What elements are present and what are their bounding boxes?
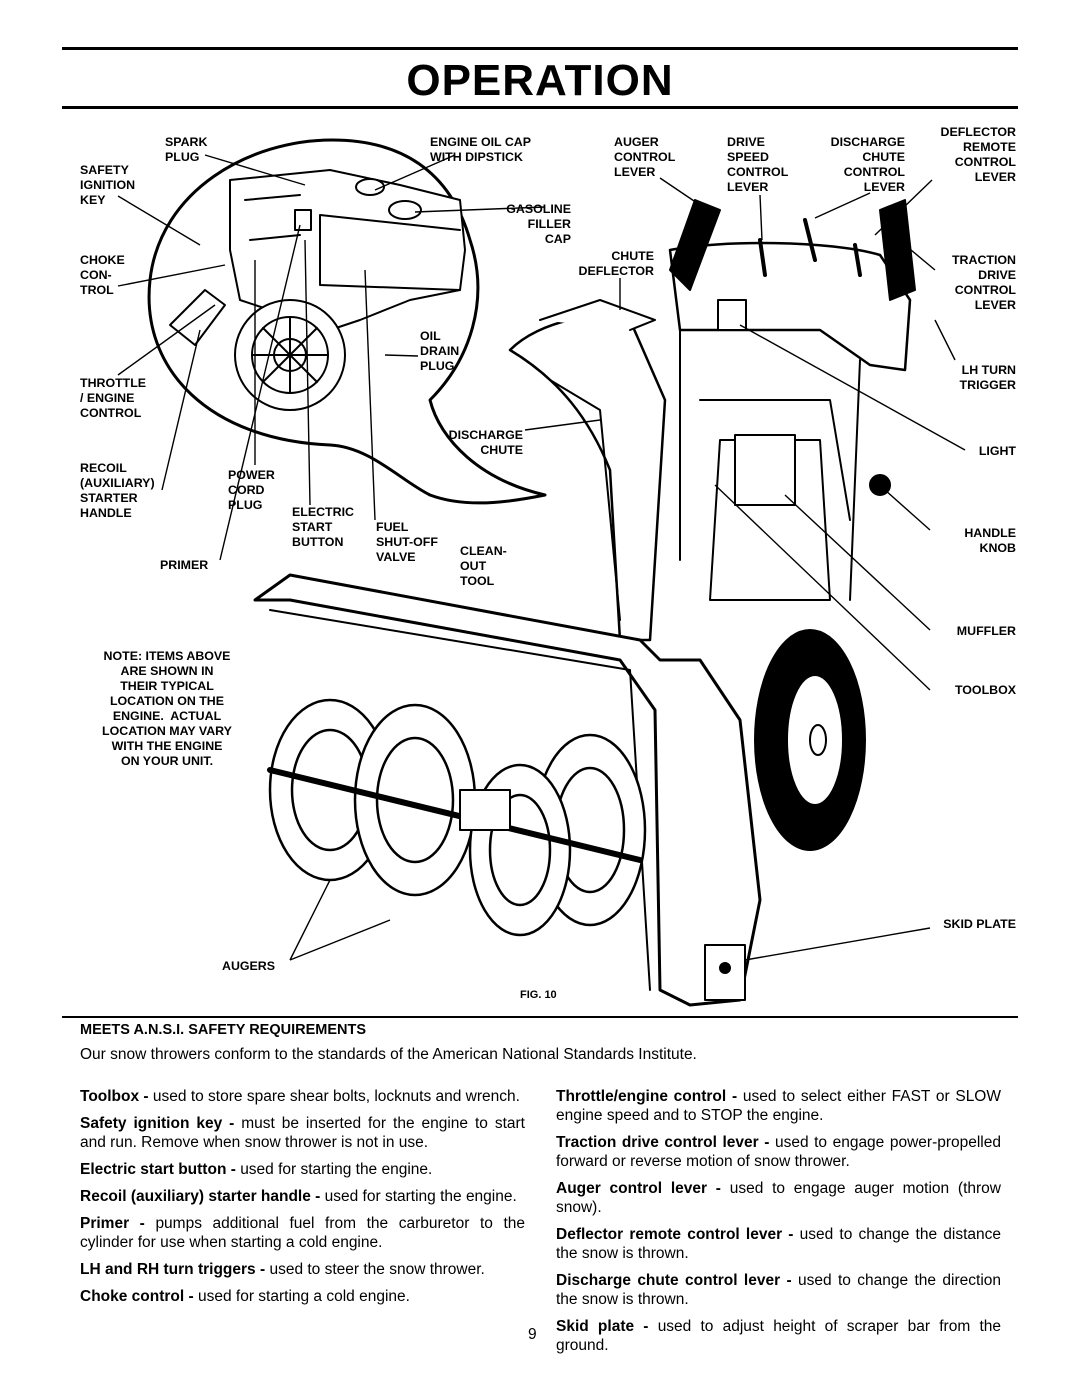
item-term: Safety ignition key - bbox=[80, 1115, 242, 1132]
label-engine-oil-cap: ENGINE OIL CAP WITH DIPSTICK bbox=[430, 135, 531, 164]
item-term: Primer - bbox=[80, 1215, 156, 1232]
section-rule bbox=[62, 1016, 1018, 1018]
label-throttle-engine-control: THROTTLE / ENGINE CONTROL bbox=[80, 376, 147, 420]
label-cleanout-tool: CLEAN- OUT TOOL bbox=[460, 544, 507, 588]
item-skid-plate: Skid plate - used to adjust height of sc… bbox=[556, 1317, 1001, 1355]
item-term: Traction drive control lever - bbox=[556, 1134, 775, 1151]
item-term: Choke control - bbox=[80, 1288, 198, 1305]
installation-note: NOTE: ITEMS ABOVE ARE SHOWN IN THEIR TYP… bbox=[102, 649, 232, 768]
item-traction-drive-lever: Traction drive control lever - used to e… bbox=[556, 1133, 1001, 1171]
label-augers: AUGERS bbox=[222, 959, 276, 973]
label-primer: PRIMER bbox=[160, 558, 209, 572]
item-term: Recoil (auxiliary) starter handle - bbox=[80, 1188, 325, 1205]
item-desc: must be inserted for the engine to start… bbox=[80, 1115, 525, 1151]
label-oil-drain-plug: OIL DRAIN PLUG bbox=[420, 329, 460, 373]
item-term: Auger control lever - bbox=[556, 1180, 730, 1197]
left-column: Toolbox - used to store spare shear bolt… bbox=[80, 1087, 525, 1314]
section-intro: Our snow throwers conform to the standar… bbox=[80, 1046, 697, 1063]
item-desc: used to engage power-propelled forward o… bbox=[556, 1134, 1001, 1170]
item-choke-control: Choke control - used for starting a cold… bbox=[80, 1287, 525, 1306]
page-title: OPERATION bbox=[406, 56, 674, 105]
snow-thrower-illustration bbox=[117, 138, 966, 1007]
label-chute-deflector: CHUTE DEFLECTOR bbox=[578, 249, 655, 278]
label-safety-ignition-key: SAFETY IGNITION KEY bbox=[80, 163, 136, 207]
label-recoil-starter-handle: RECOIL (AUXILIARY) STARTER HANDLE bbox=[80, 461, 155, 520]
item-term: Skid plate - bbox=[556, 1318, 658, 1335]
label-fuel-shutoff-valve: FUEL SHUT-OFF VALVE bbox=[376, 520, 438, 564]
item-discharge-chute-lever: Discharge chute control lever - used to … bbox=[556, 1271, 1001, 1309]
item-term: Electric start button - bbox=[80, 1161, 241, 1178]
page-number: 9 bbox=[528, 1326, 537, 1343]
label-power-cord-plug: POWER CORD PLUG bbox=[228, 468, 275, 512]
label-gasoline-filler-cap: GASOLINE FILLER CAP bbox=[506, 202, 571, 246]
item-deflector-remote-lever: Deflector remote control lever - used to… bbox=[556, 1225, 1001, 1263]
item-primer: Primer - pumps additional fuel from the … bbox=[80, 1214, 525, 1252]
label-toolbox: TOOLBOX bbox=[954, 683, 1016, 697]
label-handle-knob: HANDLE KNOB bbox=[964, 526, 1016, 555]
item-electric-start-button: Electric start button - used for startin… bbox=[80, 1160, 525, 1179]
item-desc: pumps additional fuel from the carbureto… bbox=[80, 1215, 526, 1251]
item-term: LH and RH turn triggers - bbox=[80, 1261, 270, 1278]
label-skid-plate: SKID PLATE bbox=[943, 917, 1016, 931]
label-drive-speed-control-lever: DRIVE SPEED CONTROL LEVER bbox=[727, 135, 789, 194]
label-choke-control: CHOKE CON- TROL bbox=[80, 253, 125, 297]
item-desc: used to select either FAST or SLOW engin… bbox=[556, 1088, 1001, 1124]
item-desc: used to engage auger motion (throw snow)… bbox=[556, 1180, 1001, 1216]
label-traction-drive-control-lever: TRACTION DRIVE CONTROL LEVER bbox=[951, 253, 1016, 312]
item-term: Discharge chute control lever - bbox=[556, 1272, 799, 1289]
label-lh-turn-trigger: LH TURN TRIGGER bbox=[959, 363, 1016, 392]
label-electric-start-button: ELECTRIC START BUTTON bbox=[292, 505, 354, 549]
item-desc: used to steer the snow thrower. bbox=[269, 1261, 485, 1278]
label-light: LIGHT bbox=[978, 444, 1016, 458]
label-muffler: MUFFLER bbox=[956, 624, 1016, 638]
item-recoil-starter-handle: Recoil (auxiliary) starter handle - used… bbox=[80, 1187, 525, 1206]
item-safety-ignition-key: Safety ignition key - must be inserted f… bbox=[80, 1114, 525, 1152]
item-desc: used for starting the engine. bbox=[240, 1161, 433, 1178]
item-desc: used to adjust height of scraper bar fro… bbox=[556, 1318, 1001, 1354]
section-heading: MEETS A.N.S.I. SAFETY REQUIREMENTS bbox=[80, 1022, 367, 1038]
item-throttle-engine-control: Throttle/engine control - used to select… bbox=[556, 1087, 1001, 1125]
item-toolbox: Toolbox - used to store spare shear bolt… bbox=[80, 1087, 525, 1106]
figure-label: FIG. 10 bbox=[520, 989, 557, 1001]
item-desc: used for starting a cold engine. bbox=[197, 1288, 410, 1305]
right-column: Throttle/engine control - used to select… bbox=[556, 1087, 1001, 1363]
item-term: Throttle/engine control - bbox=[556, 1088, 743, 1105]
item-term: Toolbox - bbox=[80, 1088, 153, 1105]
item-desc: used for starting the engine. bbox=[324, 1188, 517, 1205]
item-desc: used to change the distance the snow is … bbox=[556, 1226, 1001, 1262]
label-auger-control-lever: AUGER CONTROL LEVER bbox=[614, 135, 676, 179]
item-turn-triggers: LH and RH turn triggers - used to steer … bbox=[80, 1260, 525, 1279]
top-rule bbox=[62, 47, 1018, 50]
item-desc: used to store spare shear bolts, locknut… bbox=[152, 1088, 520, 1105]
item-auger-control-lever: Auger control lever - used to engage aug… bbox=[556, 1179, 1001, 1217]
item-term: Deflector remote control lever - bbox=[556, 1226, 800, 1243]
label-spark-plug: SPARK PLUG bbox=[165, 135, 208, 164]
title-rule bbox=[62, 106, 1018, 109]
item-desc: used to change the direction the snow is… bbox=[556, 1272, 1002, 1308]
label-discharge-chute: DISCHARGE CHUTE bbox=[448, 428, 523, 457]
label-deflector-remote-control-lever: DEFLECTOR REMOTE CONTROL LEVER bbox=[940, 125, 1017, 184]
label-discharge-chute-control-lever: DISCHARGE CHUTE CONTROL LEVER bbox=[830, 135, 905, 194]
